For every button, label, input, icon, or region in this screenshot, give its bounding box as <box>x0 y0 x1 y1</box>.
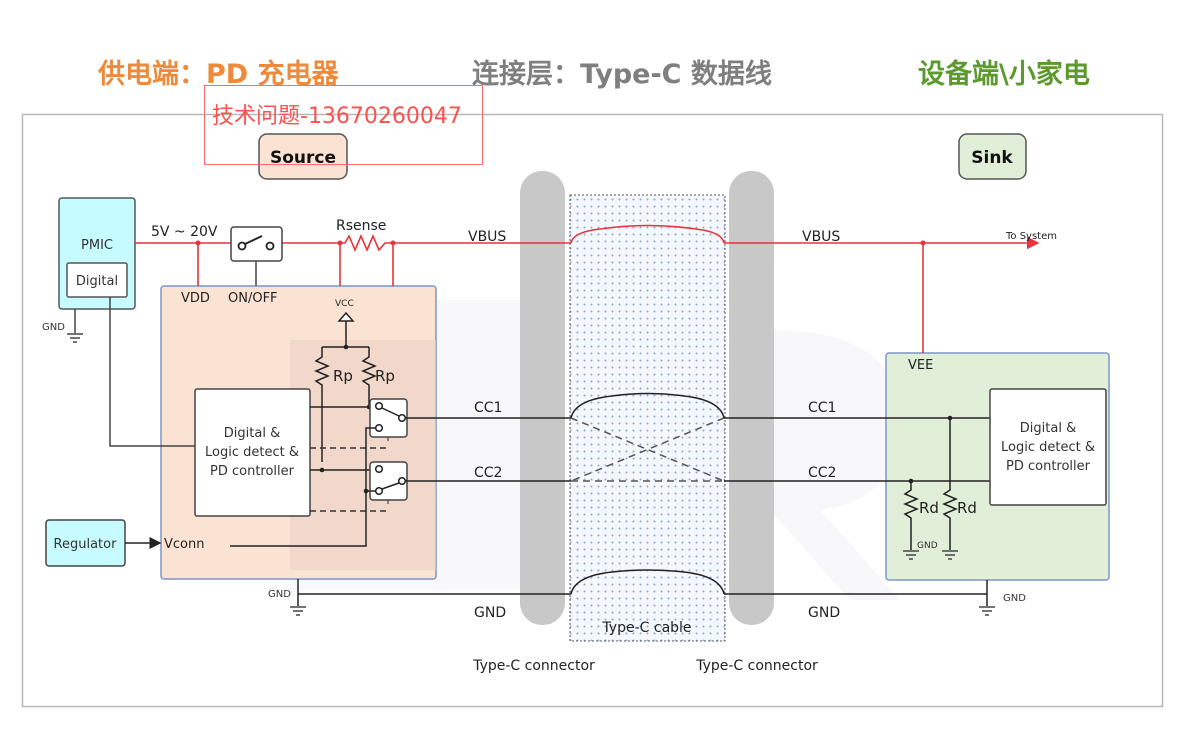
source-controller-line-3: PD controller <box>210 464 295 479</box>
source-side-title: 供电端：PD 充电器 <box>98 59 339 90</box>
watermark-contact-text: 技术问题-13670260047 <box>212 104 462 129</box>
pmic-digital-label: Digital <box>76 274 118 289</box>
to-system-label: To System <box>1005 231 1057 242</box>
pmic-gnd-label: GND <box>42 322 65 333</box>
regulator-label: Regulator <box>54 537 118 552</box>
source-badge <box>258 133 348 180</box>
left-connector <box>520 171 565 625</box>
sink-inner-gnd-label: GND <box>917 541 938 551</box>
type-c-cable-label: Type-C cable <box>601 620 691 636</box>
rd-label-2: Rd <box>957 499 977 517</box>
rsense-label: Rsense <box>336 218 386 234</box>
vbus-line <box>135 224 1040 353</box>
right-connector <box>729 171 774 625</box>
gnd-left-label: GND <box>474 605 506 621</box>
sink-pd-controller <box>989 388 1107 506</box>
right-connector-label: Type-C connector <box>695 658 818 674</box>
source-gnd-label: GND <box>268 589 291 600</box>
source-ground-icon <box>290 606 306 616</box>
rd-resistor-2 <box>942 418 958 550</box>
cc-crossover-dashed <box>570 417 725 482</box>
source-pd-controller <box>194 388 311 517</box>
sink-badge-label: Sink <box>971 148 1013 168</box>
cc1-left-label: CC1 <box>474 400 502 416</box>
rd-label-1: Rd <box>919 499 939 517</box>
rd-resistor-1 <box>903 481 919 550</box>
vbus-right-label: VBUS <box>802 229 840 245</box>
sink-gnd-label: GND <box>1003 593 1026 604</box>
sink-ground-icon <box>979 606 995 616</box>
vconn-label: Vconn <box>164 537 204 552</box>
sink-controller-line-3: PD controller <box>1006 459 1091 474</box>
type-c-cable <box>569 194 726 642</box>
gnd-right-label: GND <box>808 605 840 621</box>
left-connector-label: Type-C connector <box>472 658 595 674</box>
rp-resistor-1 <box>314 347 330 462</box>
switch-symbol-icon <box>237 235 275 251</box>
pmic-digital-block <box>66 262 128 298</box>
cable-layer-title: 连接层：Type-C 数据线 <box>472 59 772 90</box>
voltage-range-label: 5V ~ 20V <box>151 224 218 240</box>
rp-resistor-2 <box>361 347 377 407</box>
pmic-ground-icon <box>67 333 83 343</box>
sink-controller-line-1: Digital & <box>1020 421 1076 436</box>
source-controller-line-1: Digital & <box>224 426 280 441</box>
sink-controller-line-2: Logic detect & <box>1001 440 1095 455</box>
cc2-right-label: CC2 <box>808 465 836 481</box>
cc1-right-label: CC1 <box>808 400 836 416</box>
gnd-line <box>297 569 988 606</box>
watermark-box <box>204 85 483 165</box>
pmic-label: PMIC <box>81 238 113 253</box>
source-controller-line-2: Logic detect & <box>205 445 299 460</box>
vbus-left-label: VBUS <box>468 229 506 245</box>
vee-label: VEE <box>908 358 933 373</box>
source-badge-label: Source <box>270 148 336 168</box>
sink-badge <box>958 133 1027 180</box>
cc1-line <box>405 392 990 419</box>
rp-label-1: Rp <box>333 367 353 385</box>
sink-side-title: 设备端\小家电 <box>918 59 1090 90</box>
cc2-left-label: CC2 <box>474 465 502 481</box>
cc2-switch <box>369 461 408 504</box>
vcc-label: VCC <box>335 299 354 309</box>
on-off-label: ON/OFF <box>228 291 278 306</box>
cc1-switch <box>369 398 408 441</box>
rd-ground-icons <box>903 550 958 560</box>
vdd-label: VDD <box>181 291 210 306</box>
rp-label-2: Rp <box>375 367 395 385</box>
